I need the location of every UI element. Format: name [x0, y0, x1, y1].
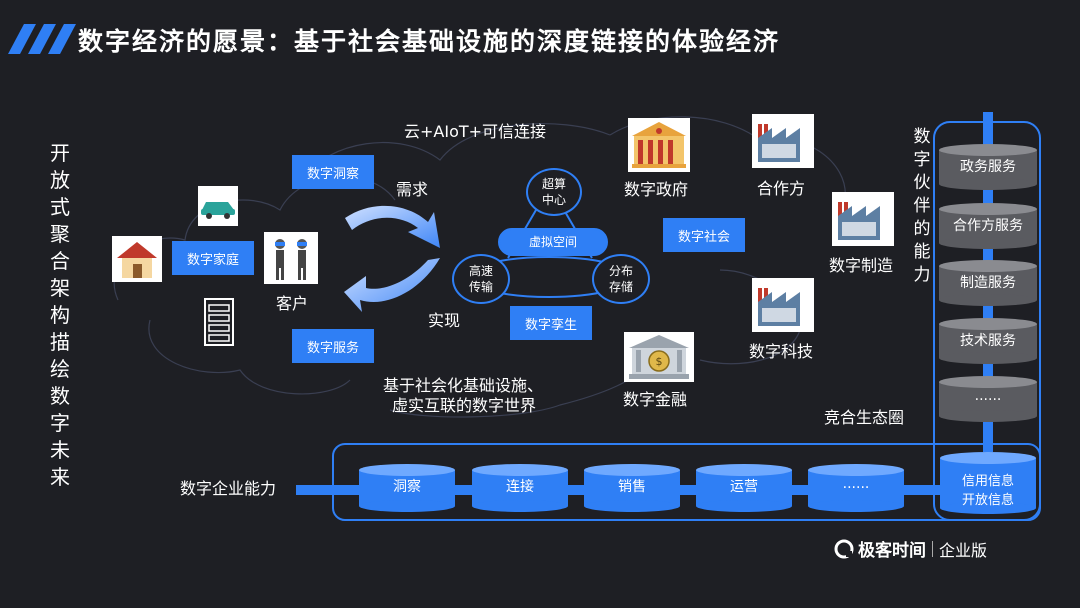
partner-service-label: 技术服务	[960, 333, 1016, 349]
digital-service-box: 数字服务	[292, 329, 374, 363]
enterprise-capability-text: 运营	[730, 479, 758, 495]
supercompute-line1: 超算	[541, 177, 566, 191]
credit-info-line1: 信用信息	[961, 474, 1014, 489]
enterprise-capability-cylinder: 洞察	[359, 464, 455, 512]
enterprise-capability-cylinder: 运营	[696, 464, 792, 512]
government-building-icon	[628, 118, 690, 172]
partner-capability-caption: 数字伙伴的能力	[913, 127, 931, 285]
demand-arrow	[345, 205, 440, 248]
storage-line1: 分布	[608, 264, 633, 278]
server-icon	[203, 297, 235, 347]
enterprise-frame	[332, 443, 1041, 521]
house-icon	[112, 236, 162, 282]
partner-service-cylinder: 技术服务	[939, 318, 1037, 364]
title-bar: 数字经济的愿景：基于社会基础设施的深度链接的体验经济	[0, 8, 1080, 56]
virtual-space-node: 虚拟空间	[498, 228, 608, 256]
realize-arrow	[344, 258, 440, 312]
svg-text:$: $	[656, 355, 663, 368]
finance-label: 数字金融	[623, 390, 688, 409]
enterprise-capability-text: ......	[842, 476, 870, 492]
enterprise-capability-text: 销售	[618, 479, 646, 495]
digital-home-box: 数字家庭	[172, 241, 254, 275]
transfer-line2: 传输	[468, 280, 493, 294]
storage-node: 分布 存储	[592, 254, 650, 304]
vr-users-icon	[264, 232, 318, 284]
partner-label: 合作方	[757, 179, 806, 198]
enterprise-capability-cylinder: ......	[808, 464, 904, 512]
left-vertical-caption: 开放式聚合架构描绘数字未来	[50, 141, 70, 489]
factory-icon-tech	[752, 278, 814, 332]
tech-label: 数字科技	[749, 342, 814, 361]
enterprise-capability-label: 数字企业能力	[180, 479, 277, 498]
world-label-line2: 虚实互联的数字世界	[392, 396, 537, 415]
enterprise-capability-text: 洞察	[393, 479, 421, 495]
realize-label: 实现	[428, 311, 461, 330]
geektime-logo-icon	[834, 539, 854, 558]
partner-service-label: ......	[974, 388, 1002, 404]
footer-brand: 极客时间 企业版	[834, 536, 987, 561]
supercompute-node: 超算 中心	[526, 168, 582, 216]
ecosystem-label: 竞合生态圈	[824, 408, 905, 427]
partner-service-cylinder: 制造服务	[939, 260, 1037, 306]
transfer-node: 高速 传输	[452, 254, 510, 304]
world-label-line1: 基于社会化基础设施、	[383, 376, 544, 395]
page-title: 数字经济的愿景：基于社会基础设施的深度链接的体验经济	[78, 27, 781, 56]
partner-service-label: 合作方服务	[953, 218, 1023, 234]
digital-insight-box: 数字洞察	[292, 155, 374, 189]
digital-society-box: 数字社会	[663, 218, 745, 252]
partner-service-cylinder: 合作方服务	[939, 203, 1037, 249]
supercompute-line2: 中心	[541, 193, 566, 207]
demand-label: 需求	[396, 180, 429, 199]
brand-name: 极客时间	[858, 541, 926, 561]
gov-label: 数字政府	[624, 180, 689, 199]
bank-icon: $	[624, 332, 694, 382]
partner-service-cylinder: 政务服务	[939, 144, 1037, 190]
cloud-connect-label: 云+AIoT+可信连接	[404, 122, 547, 141]
factory-icon-manufacture	[832, 192, 894, 246]
partner-service-label: 政务服务	[960, 159, 1016, 175]
brand-divider	[932, 540, 933, 557]
digital-twin-box: 数字孪生	[510, 306, 592, 340]
enterprise-capability-cylinder: 销售	[584, 464, 680, 512]
partner-service-cylinder: ......	[939, 376, 1037, 422]
manufacture-label: 数字制造	[829, 256, 894, 275]
credit-info-cylinder: 信用信息 开放信息	[940, 452, 1036, 516]
transfer-line1: 高速	[468, 264, 493, 278]
enterprise-capability-cylinder: 连接	[472, 464, 568, 512]
brand-edition: 企业版	[939, 540, 988, 560]
car-icon	[198, 186, 238, 226]
enterprise-capability-text: 连接	[506, 479, 534, 495]
credit-info-line2: 开放信息	[961, 493, 1014, 508]
storage-line2: 存储	[608, 280, 633, 294]
factory-icon-partner	[752, 114, 814, 168]
partner-service-label: 制造服务	[960, 275, 1016, 291]
customer-label: 客户	[276, 294, 309, 313]
